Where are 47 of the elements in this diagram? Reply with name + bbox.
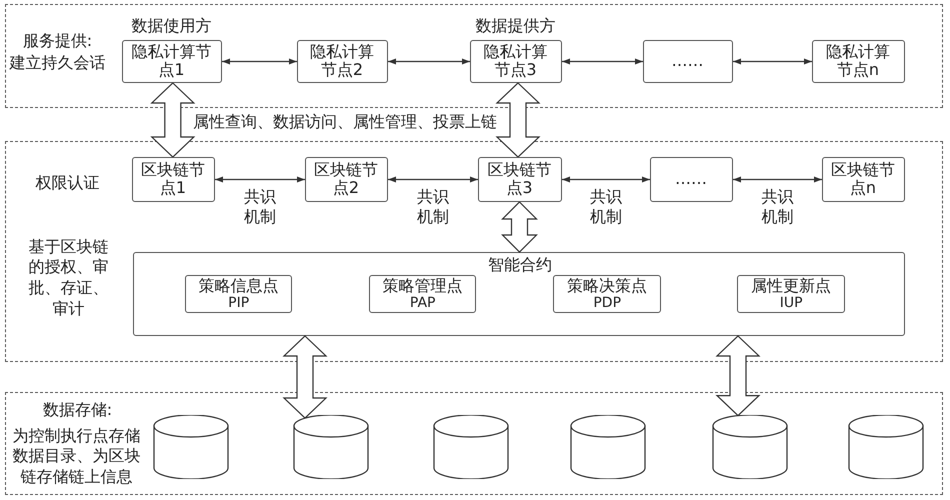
dashed-panel [5,392,943,495]
double-arrow [562,58,643,64]
double-arrow [388,176,478,182]
double-arrow [733,58,812,64]
process-box: …… [642,40,732,82]
panel-heading: 数据存储: [42,400,114,420]
process-box: …… [650,156,732,202]
block-arrow [496,82,540,158]
text-label: 属性查询、数据访问、属性管理、投票上链 [193,112,497,133]
double-arrow [222,58,297,64]
process-box: 属性更新点 IUP [737,275,846,314]
node-caption: 数据提供方 [474,16,556,36]
database-cylinder [712,414,788,478]
database-cylinder [152,414,228,478]
panel-text: 建立持久会话 [8,52,106,74]
process-box: 策略信息点 PIP [185,275,292,314]
panel-text: 基于区块链的授权、审批、存证、审计 [28,236,110,320]
database-cylinder [432,414,508,478]
double-arrow [733,176,822,182]
database-cylinder [570,414,646,478]
dashed-panel [5,141,943,362]
process-box: 区块链节点n [822,156,904,202]
panel-text: 为控制执行点存储数据目录、为区块链存储链上信息 [12,426,142,488]
block-arrow [501,201,538,253]
block-arrow [150,82,196,158]
process-box: 隐私计算节点3 [470,40,562,82]
node-caption: 数据使用方 [130,16,212,36]
process-box: 区块链节点1 [132,156,214,202]
process-box: 隐私计算节点2 [296,40,388,82]
block-arrow [282,335,328,419]
panel-heading: 服务提供: [22,30,94,52]
process-box: 策略管理点 PAP [369,275,476,314]
block-arrow [716,335,760,416]
process-box: 区块链节点2 [304,156,388,202]
database-cylinder [292,414,368,478]
double-arrow [562,176,650,182]
box-heading: 智能合约 [487,255,554,276]
process-box: 隐私计算节点n [812,40,904,82]
container-box [132,252,904,336]
double-arrow [215,176,305,182]
database-cylinder [848,414,924,478]
process-box: 策略决策点 PDP [553,275,662,314]
process-box: 隐私计算节点1 [122,40,222,82]
double-arrow [388,58,470,64]
dashed-panel [5,4,943,108]
panel-heading: 权限认证 [34,172,100,194]
process-box: 区块链节点3 [478,156,562,202]
